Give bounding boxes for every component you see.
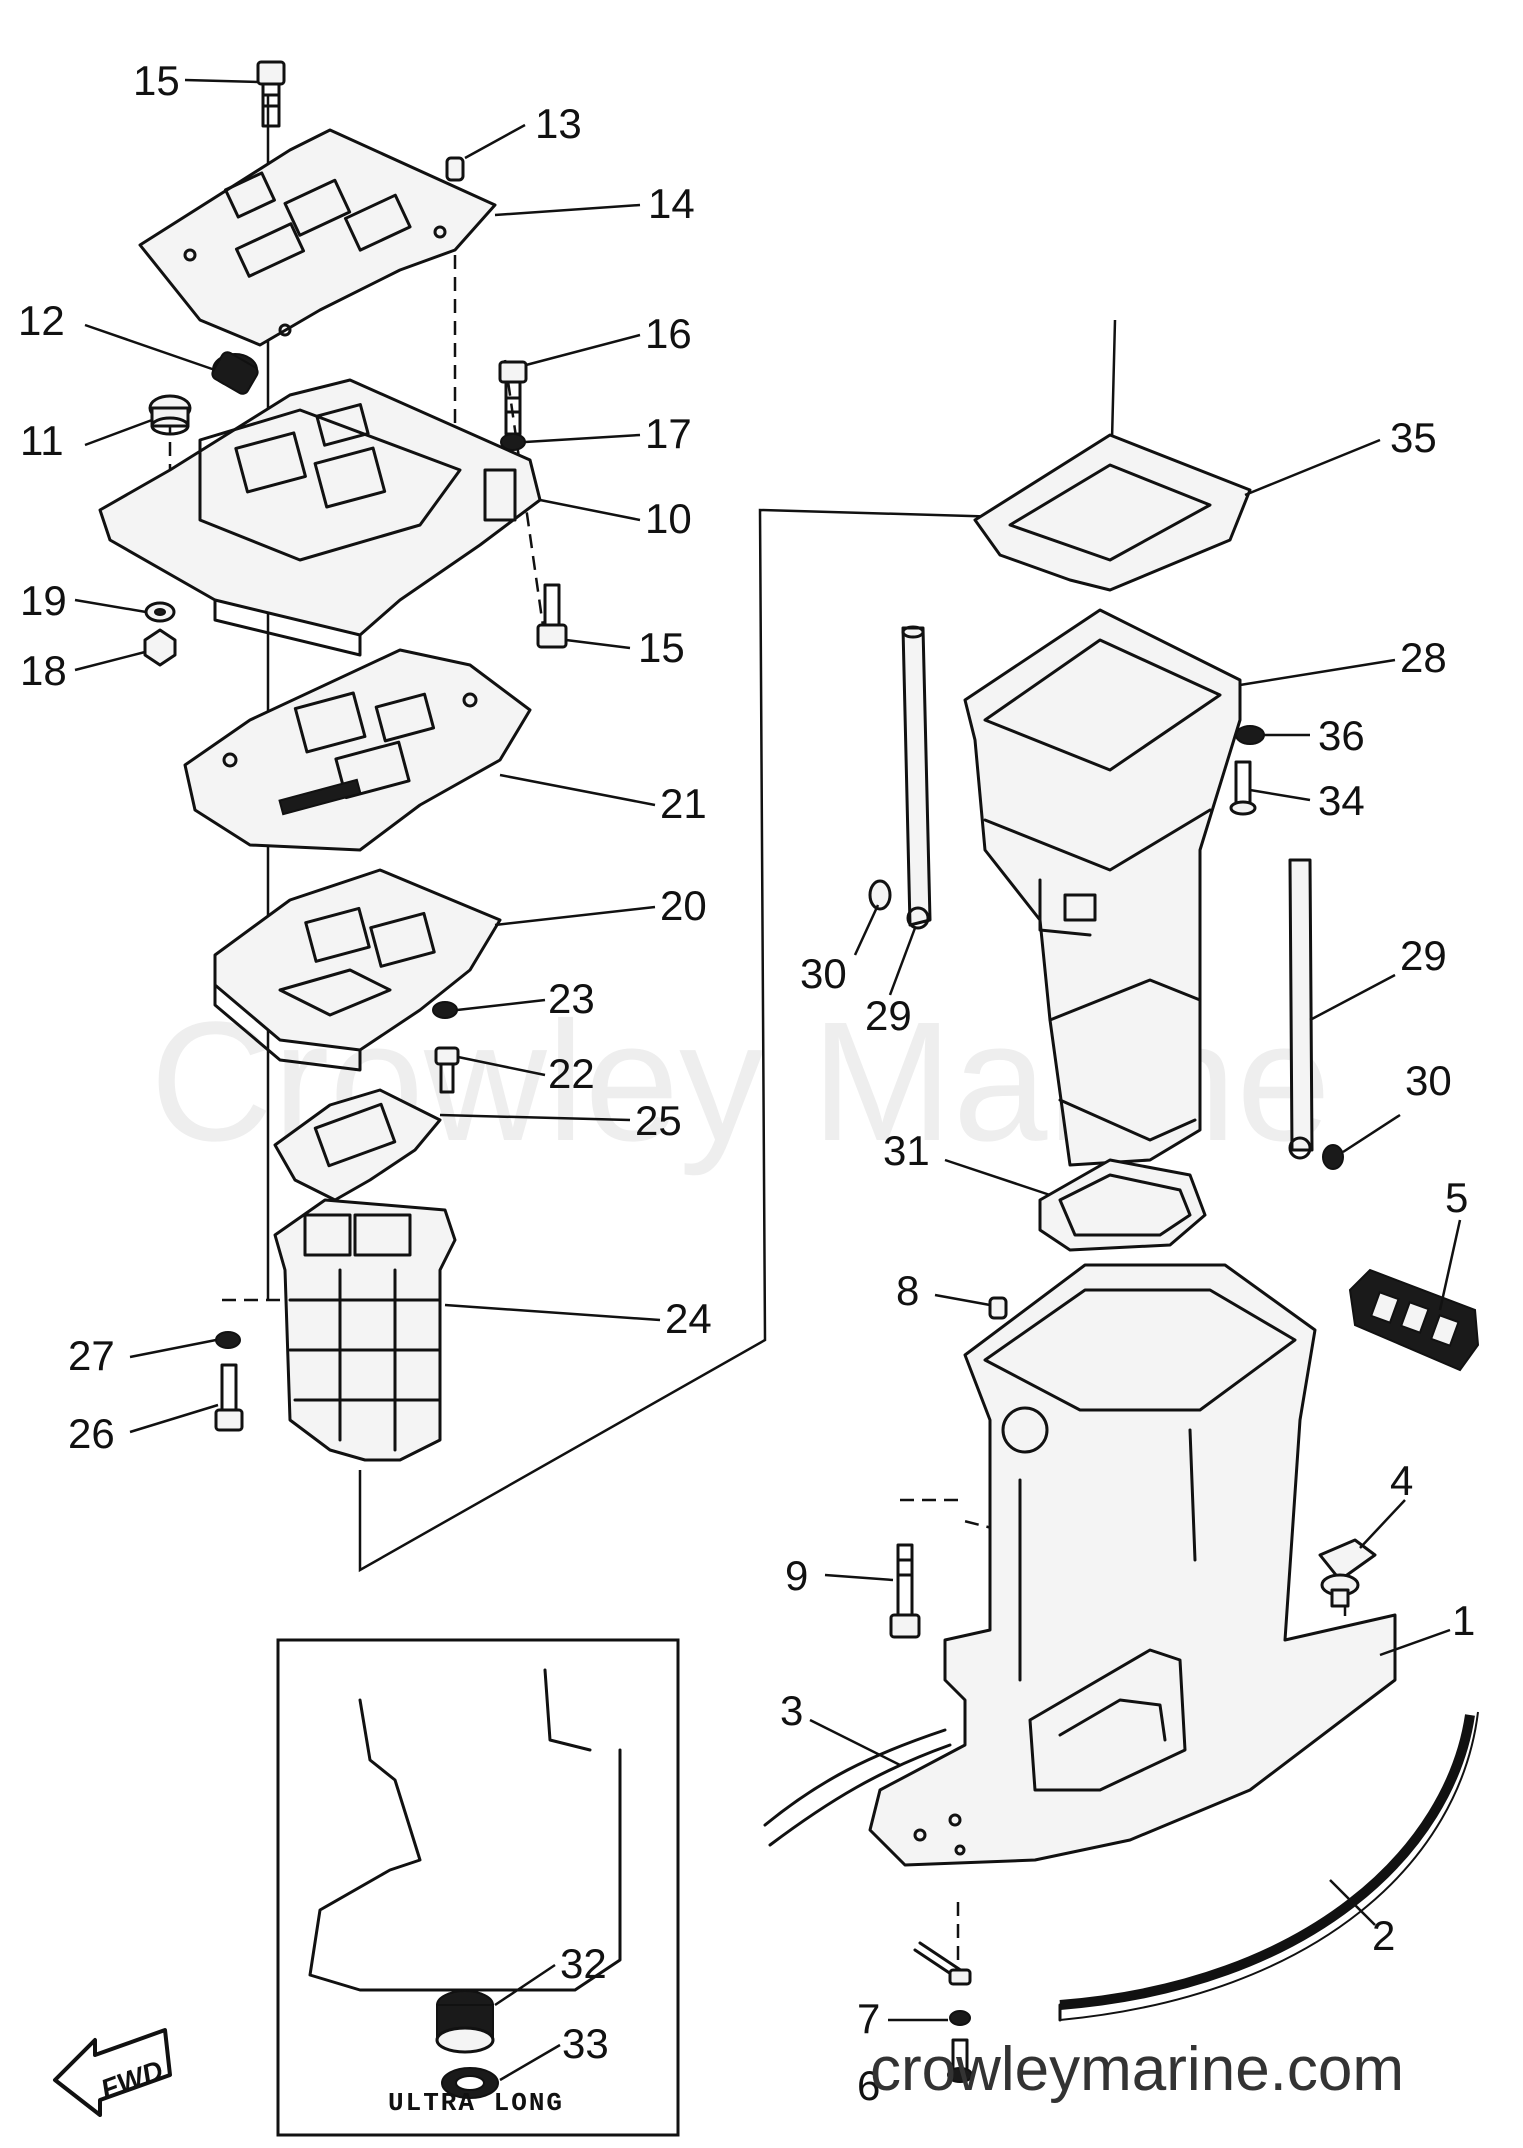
damper-29-left-icon — [901, 625, 932, 930]
callout-9: 9 — [785, 1552, 808, 1599]
callout-32: 35 — [1390, 414, 1437, 461]
callout-33: 34 — [1318, 777, 1365, 824]
callout-23: 23 — [548, 975, 595, 1022]
inset-label: ULTRA LONG — [388, 2088, 564, 2118]
seal-strip-2-icon — [1058, 1711, 1479, 2022]
bolt-15-top-icon — [256, 60, 286, 128]
callout-3: 3 — [780, 1687, 803, 1734]
washer-19-icon — [144, 601, 176, 623]
callout-11: 11 — [20, 417, 64, 464]
rubber-mount-5-icon — [1348, 1268, 1480, 1372]
clip-4-icon — [1318, 1538, 1377, 1608]
callout-7: 7 — [857, 1995, 880, 2042]
nut-18-icon — [143, 628, 177, 667]
callout-28: 28 — [1400, 634, 1447, 681]
callout-29-left: 29 — [865, 992, 912, 1039]
dowel-pin-13-icon — [445, 156, 465, 182]
gear-35-icon — [435, 1990, 495, 2054]
callout-1: 1 — [1452, 1597, 1475, 1644]
upper-casing-28-icon — [963, 608, 1242, 1167]
washer-7-icon — [949, 2010, 971, 2026]
bolt-15-lower-icon — [536, 583, 568, 649]
callout-10: 10 — [645, 495, 692, 542]
screw-6-icon — [947, 2038, 973, 2083]
callout-30-left: 30 — [800, 950, 847, 997]
callout-2: 2 — [1372, 1912, 1395, 1959]
callout-15-lower: 15 — [638, 624, 685, 671]
gasket-14-icon — [138, 128, 497, 347]
callout-8: 8 — [896, 1267, 919, 1314]
callout-31: 31 — [883, 1127, 930, 1174]
callout-21: 21 — [660, 780, 707, 827]
damper-29-right-icon — [1288, 858, 1314, 1160]
washer-34-icon — [1235, 725, 1265, 745]
lower-casing-1-icon — [868, 1263, 1397, 1867]
callout-30-right: 30 — [1405, 1057, 1452, 1104]
guide-plate-10-icon — [98, 378, 542, 657]
callout-26: 26 — [68, 1410, 115, 1457]
callout-17: 17 — [645, 410, 692, 457]
plug-12-icon — [211, 351, 259, 395]
callout-36: 33 — [562, 2020, 609, 2067]
gasket-25-icon — [273, 1088, 442, 1202]
bolt-26-icon — [214, 1363, 244, 1432]
exhaust-pipe-24-icon — [273, 1198, 457, 1462]
stud-33-icon — [1229, 760, 1257, 816]
callout-22: 22 — [548, 1050, 595, 1097]
callout-29-right: 29 — [1400, 932, 1447, 979]
callout-15-top: 15 — [133, 57, 180, 104]
callout-12: 12 — [18, 297, 65, 344]
callout-18: 18 — [20, 647, 67, 694]
seal-31-icon — [1038, 1158, 1207, 1252]
callout-19: 19 — [20, 577, 67, 624]
callout-labels: 15 13 14 12 11 16 17 10 19 18 15 21 20 2… — [18, 57, 1475, 2109]
screw-7-upper-icon — [913, 1941, 972, 1986]
ultra-long-inset — [276, 1638, 680, 2137]
callout-20: 20 — [660, 882, 707, 929]
gasket-21-icon — [183, 648, 532, 852]
dowel-pin-8-icon — [988, 1296, 1008, 1320]
callout-27: 27 — [68, 1332, 115, 1379]
callout-34: 36 — [1318, 712, 1365, 759]
washer-17-icon — [500, 433, 526, 451]
callout-13: 13 — [535, 100, 582, 147]
callout-14: 14 — [648, 180, 695, 227]
callout-35: 32 — [560, 1940, 607, 1987]
cap-11-icon — [148, 394, 192, 436]
site-url: crowleymarine.com — [870, 2035, 1404, 2104]
hose-3-icon — [763, 1728, 952, 1847]
callout-5: 5 — [1445, 1174, 1468, 1221]
callout-25: 25 — [635, 1097, 682, 1144]
fwd-arrow-icon — [53, 2028, 172, 2117]
washer-36-icon — [441, 2067, 499, 2099]
callout-4: 4 — [1390, 1457, 1413, 1504]
gasket-32-icon — [973, 433, 1252, 592]
washer-27-icon — [215, 1331, 241, 1349]
bolt-22-icon — [434, 1046, 460, 1094]
callout-6: 6 — [857, 2062, 880, 2109]
bolt-16-icon — [498, 360, 528, 436]
washer-23-icon — [432, 1001, 458, 1019]
callout-24: 24 — [665, 1295, 712, 1342]
grommet-30-left-icon — [868, 879, 892, 911]
exhaust-guide-20-icon — [213, 868, 502, 1072]
bolt-9-icon — [889, 1543, 921, 1639]
callout-16: 16 — [645, 310, 692, 357]
leader-lines — [74, 78, 1462, 2082]
grommet-30-right-icon — [1322, 1144, 1344, 1170]
